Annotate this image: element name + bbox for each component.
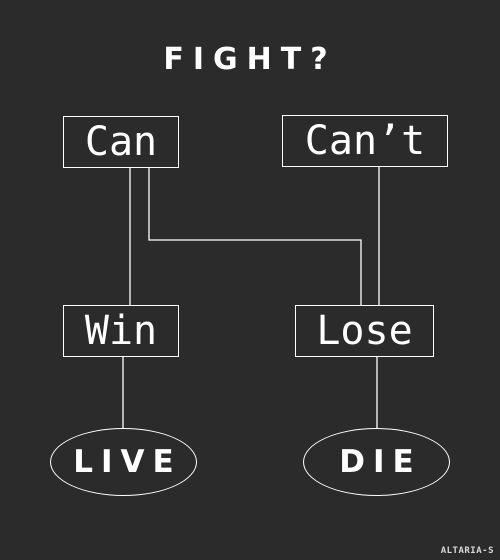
outcome-die-label: DIE [339,444,422,480]
outcome-die: DIE [303,428,450,496]
artist-watermark: ALTARIA-S [440,546,494,556]
outcome-live: LIVE [50,428,197,496]
connector-can-to-lose [148,168,362,305]
diagram-title: FIGHT? [163,42,337,77]
outcome-live-label: LIVE [73,444,182,480]
node-lose: Lose [295,305,434,357]
node-win: Win [63,305,179,357]
node-cant: Can’t [282,115,448,167]
node-can: Can [63,116,179,168]
